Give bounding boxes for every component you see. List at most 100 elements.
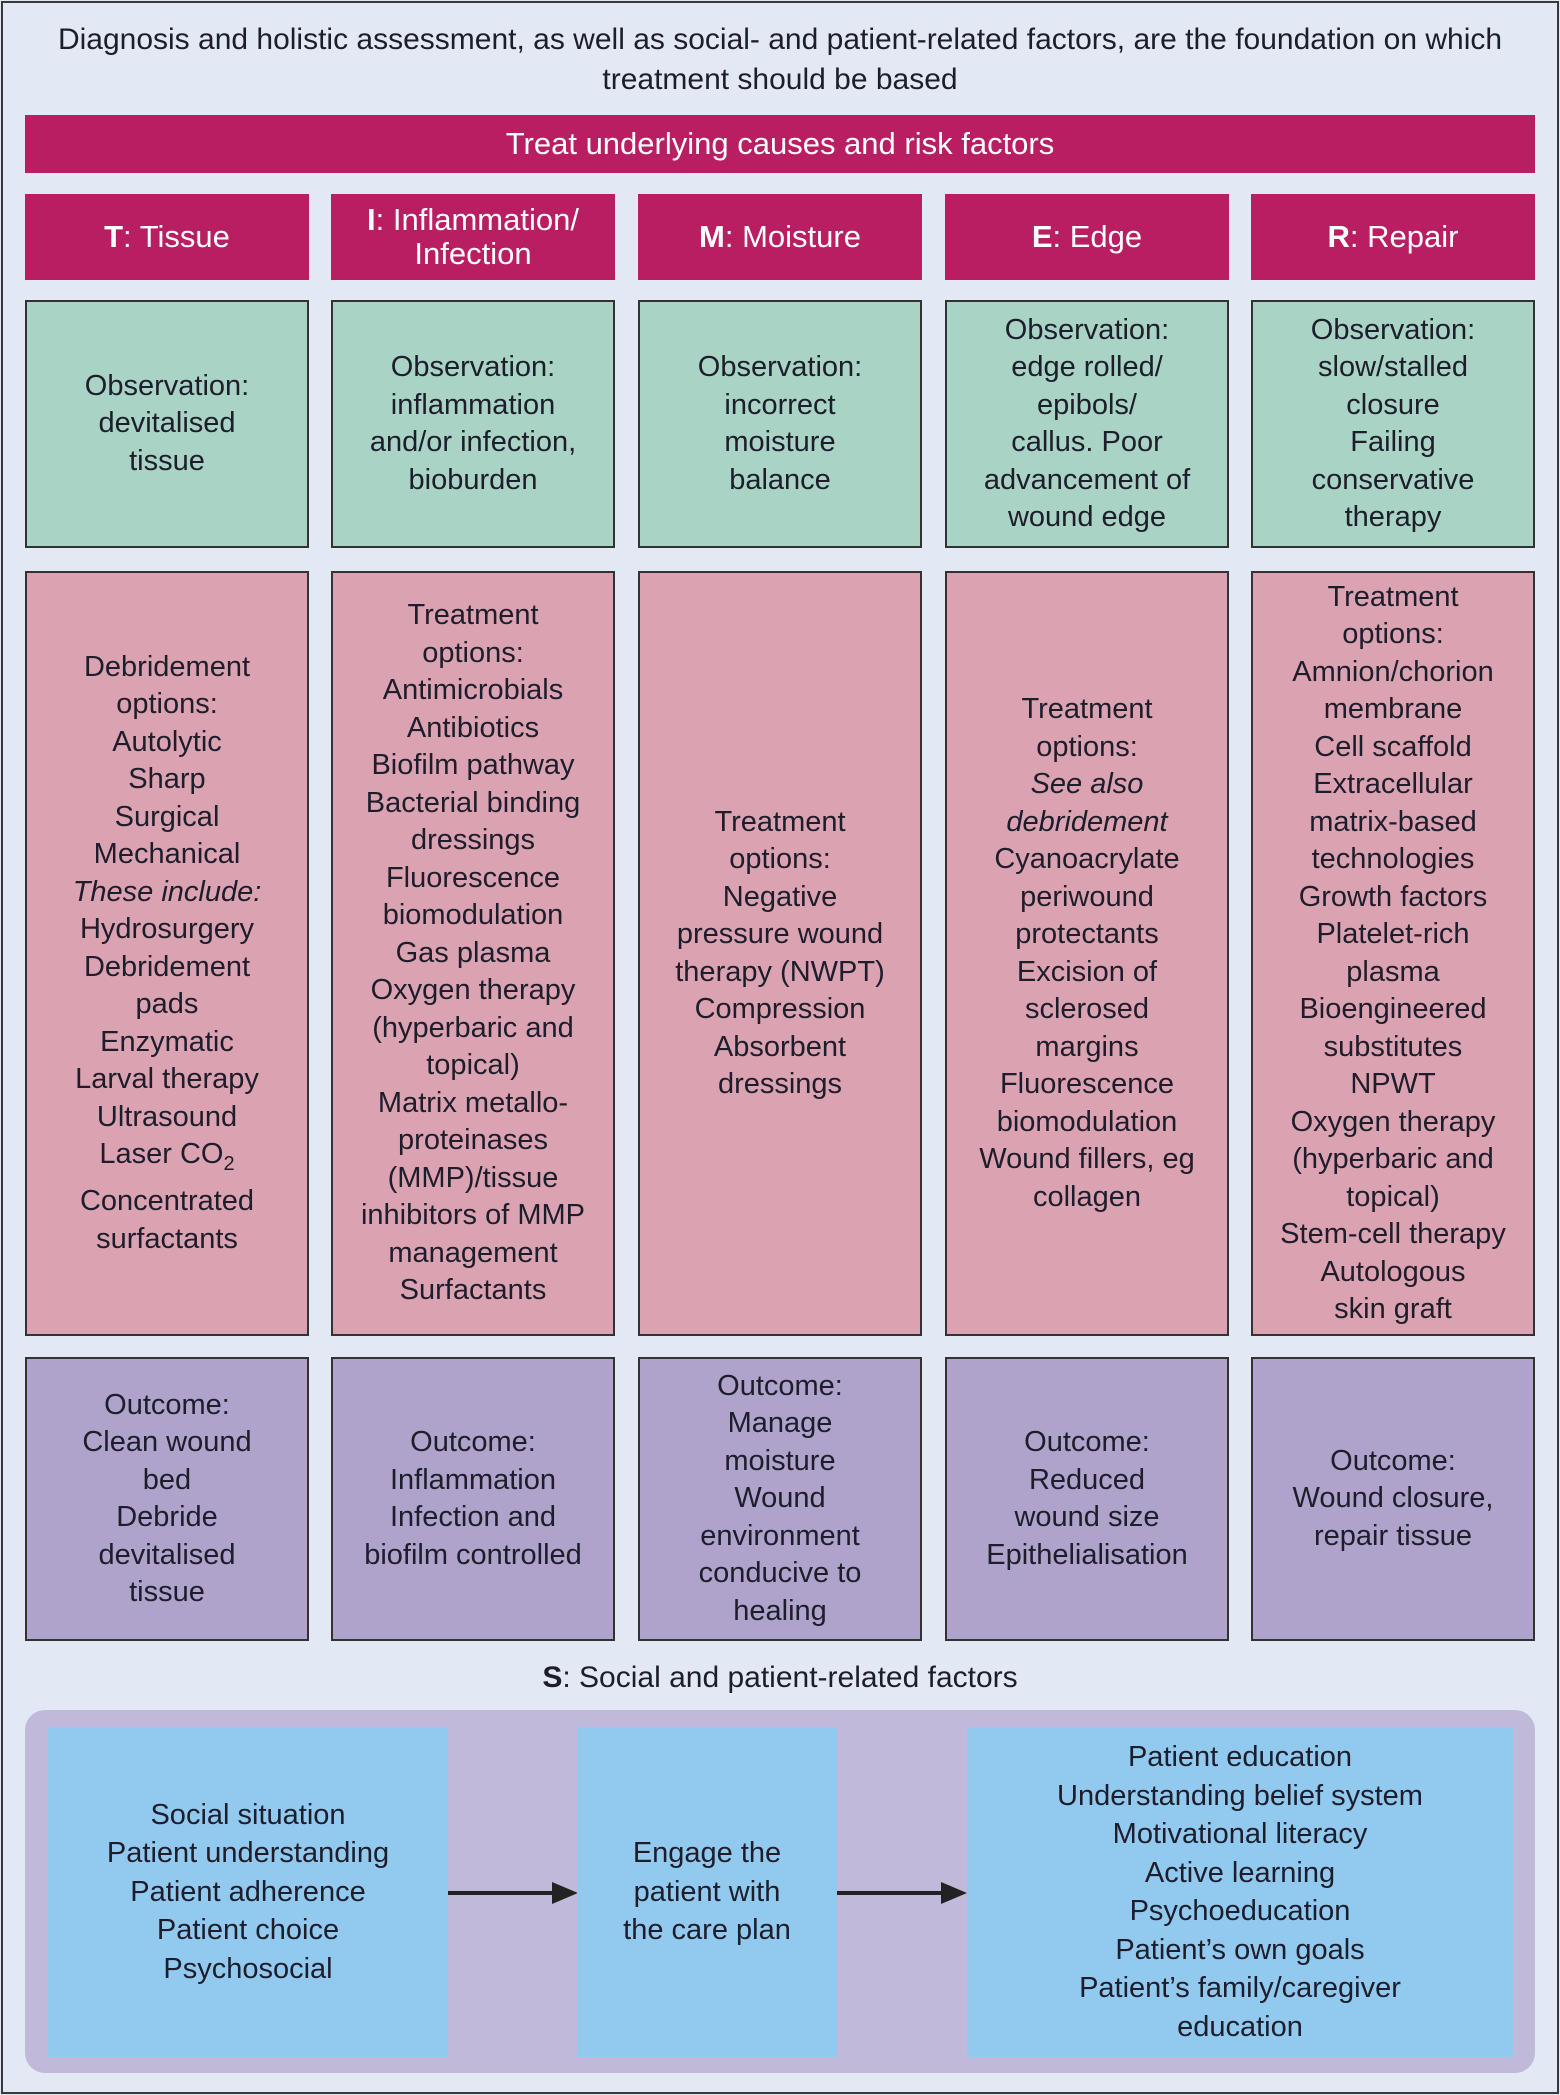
cell-line: options: xyxy=(422,636,524,669)
cell-line: repair tissue xyxy=(1314,1519,1472,1552)
cell-line: wound edge xyxy=(1007,501,1167,533)
cell-line: Outcome: xyxy=(410,1426,536,1458)
cell-line: advancement of xyxy=(983,463,1191,496)
cell-line: Clean wound xyxy=(82,1426,252,1458)
observation-edge: Observation:edge rolled/epibols/callus. … xyxy=(945,300,1229,548)
cell-line: matrix-based xyxy=(1309,805,1477,838)
cell-line: skin graft xyxy=(1334,1293,1452,1325)
cell-line: Engage the xyxy=(632,1837,782,1870)
cell-line: inflammation xyxy=(390,388,556,421)
cell-line: Fluorescence xyxy=(385,861,561,894)
cell-line: pads xyxy=(135,988,199,1021)
cell-line: biomodulation xyxy=(382,899,564,932)
cell-line: dressings xyxy=(717,1068,843,1100)
outcome-repair: Outcome: Wound closure, repair tissue xyxy=(1251,1357,1535,1641)
cell-line: Autolytic xyxy=(112,725,222,758)
cell-line: Oxygen therapy xyxy=(370,974,576,1007)
cell-line: Treatment xyxy=(714,805,846,838)
header-title: : Edge xyxy=(1052,219,1143,254)
cell-line: Understanding belief system xyxy=(1057,1779,1423,1812)
cell-line: (MMP)/tissue xyxy=(387,1161,559,1194)
cell-line: inhibitors of MMP xyxy=(360,1199,585,1232)
cell-line: Patient understanding xyxy=(106,1837,390,1870)
cell-line: Wound closure, xyxy=(1292,1482,1494,1515)
cell-line: Outcome: xyxy=(1330,1444,1456,1477)
cell-line: Outcome: xyxy=(104,1388,230,1421)
social-title: S: Social and patient-related factors xyxy=(20,1658,1540,1698)
cell-line: Amnion/chorion xyxy=(1292,655,1494,688)
cell-line: technologies xyxy=(1311,843,1475,875)
cell-line: Patient’s family/caregiver xyxy=(1079,1972,1401,2004)
cell-line: slow/stalled xyxy=(1318,351,1468,383)
cell-line: Larval therapy xyxy=(75,1063,259,1096)
cell-line: conducive to xyxy=(698,1557,862,1590)
cell-line: Concentrated xyxy=(79,1185,255,1218)
cell-line: Outcome: xyxy=(1024,1426,1150,1458)
cell-line: See also xyxy=(1030,768,1144,800)
cell-line: Growth factors xyxy=(1298,880,1488,913)
cell-line: Treatment xyxy=(1021,693,1153,725)
cell-line: NPWT xyxy=(1350,1068,1436,1100)
header-letter: I xyxy=(367,202,376,237)
cell-line: Mechanical xyxy=(93,838,241,871)
cell-line: collagen xyxy=(1032,1180,1142,1213)
cell-line: These include: xyxy=(72,875,262,908)
cell-line: bed xyxy=(142,1463,192,1496)
social-title-text: : Social and patient-related factors xyxy=(562,1661,1018,1694)
cell-line: Patient’s own goals xyxy=(1115,1933,1365,1966)
cell-line: (hyperbaric and xyxy=(372,1011,574,1044)
cell-line: topical) xyxy=(426,1049,520,1082)
cell-line: Infection and xyxy=(389,1501,557,1533)
cell-line: Cell scaffold xyxy=(1314,730,1472,763)
header-title-line2: Infection xyxy=(414,236,532,271)
cell-line: Observation: xyxy=(390,351,556,383)
cell-line: incorrect xyxy=(724,388,836,421)
cell-line: Inflammation xyxy=(389,1463,556,1496)
cell-line: Wound fillers, eg xyxy=(979,1143,1195,1175)
cell-line: environment xyxy=(700,1519,860,1552)
header-letter: M xyxy=(699,219,725,254)
cell-line: Psychosocial xyxy=(163,1952,333,1985)
cell-line: Bioengineered xyxy=(1299,993,1487,1025)
cell-line: Psychoeducation xyxy=(1129,1895,1351,1927)
cell-line: conservative xyxy=(1311,463,1475,496)
cell-line: Motivational literacy xyxy=(1112,1818,1368,1850)
header-inflammation-infection: I: Inflammation/ Infection xyxy=(331,194,615,280)
cell-line: substitutes xyxy=(1323,1030,1463,1063)
cell-line: options: xyxy=(116,688,218,721)
cell-line: biofilm controlled xyxy=(364,1538,582,1571)
cell-line: healing xyxy=(733,1594,827,1627)
cell-line: surfactants xyxy=(96,1222,238,1255)
cell-line: Matrix metallo- xyxy=(377,1086,569,1119)
cell-line: Observation: xyxy=(1004,313,1170,346)
cell-line: Outcome: xyxy=(717,1369,843,1402)
cell-line: tissue xyxy=(129,1576,205,1608)
cell-line: Social situation xyxy=(150,1798,346,1831)
cell-line: education xyxy=(1177,2010,1303,2043)
cell-line: Wound xyxy=(734,1482,826,1515)
cell-line: devitalised xyxy=(98,407,236,440)
cell-line: Cyanoacrylate xyxy=(994,843,1180,875)
cell-line: bioburden xyxy=(408,463,538,496)
cell-line: Patient adherence xyxy=(130,1875,366,1908)
cell-line: callus. Poor xyxy=(1011,426,1163,458)
cell-line: Platelet-rich xyxy=(1316,918,1470,950)
cell-line: Debride xyxy=(116,1501,218,1533)
cell-line: Surgical xyxy=(114,800,220,833)
cell-line: Debridement xyxy=(83,650,251,683)
arrow-right-icon xyxy=(552,1882,578,1904)
cell-line: options: xyxy=(729,843,831,875)
cell-line: Absorbent xyxy=(713,1030,847,1063)
header-title-line1: : Inflammation/ xyxy=(375,202,579,237)
cell-line: Gas plasma xyxy=(395,936,551,969)
cell-line: Antimicrobials xyxy=(382,674,564,707)
header-letter: E xyxy=(1031,219,1053,254)
